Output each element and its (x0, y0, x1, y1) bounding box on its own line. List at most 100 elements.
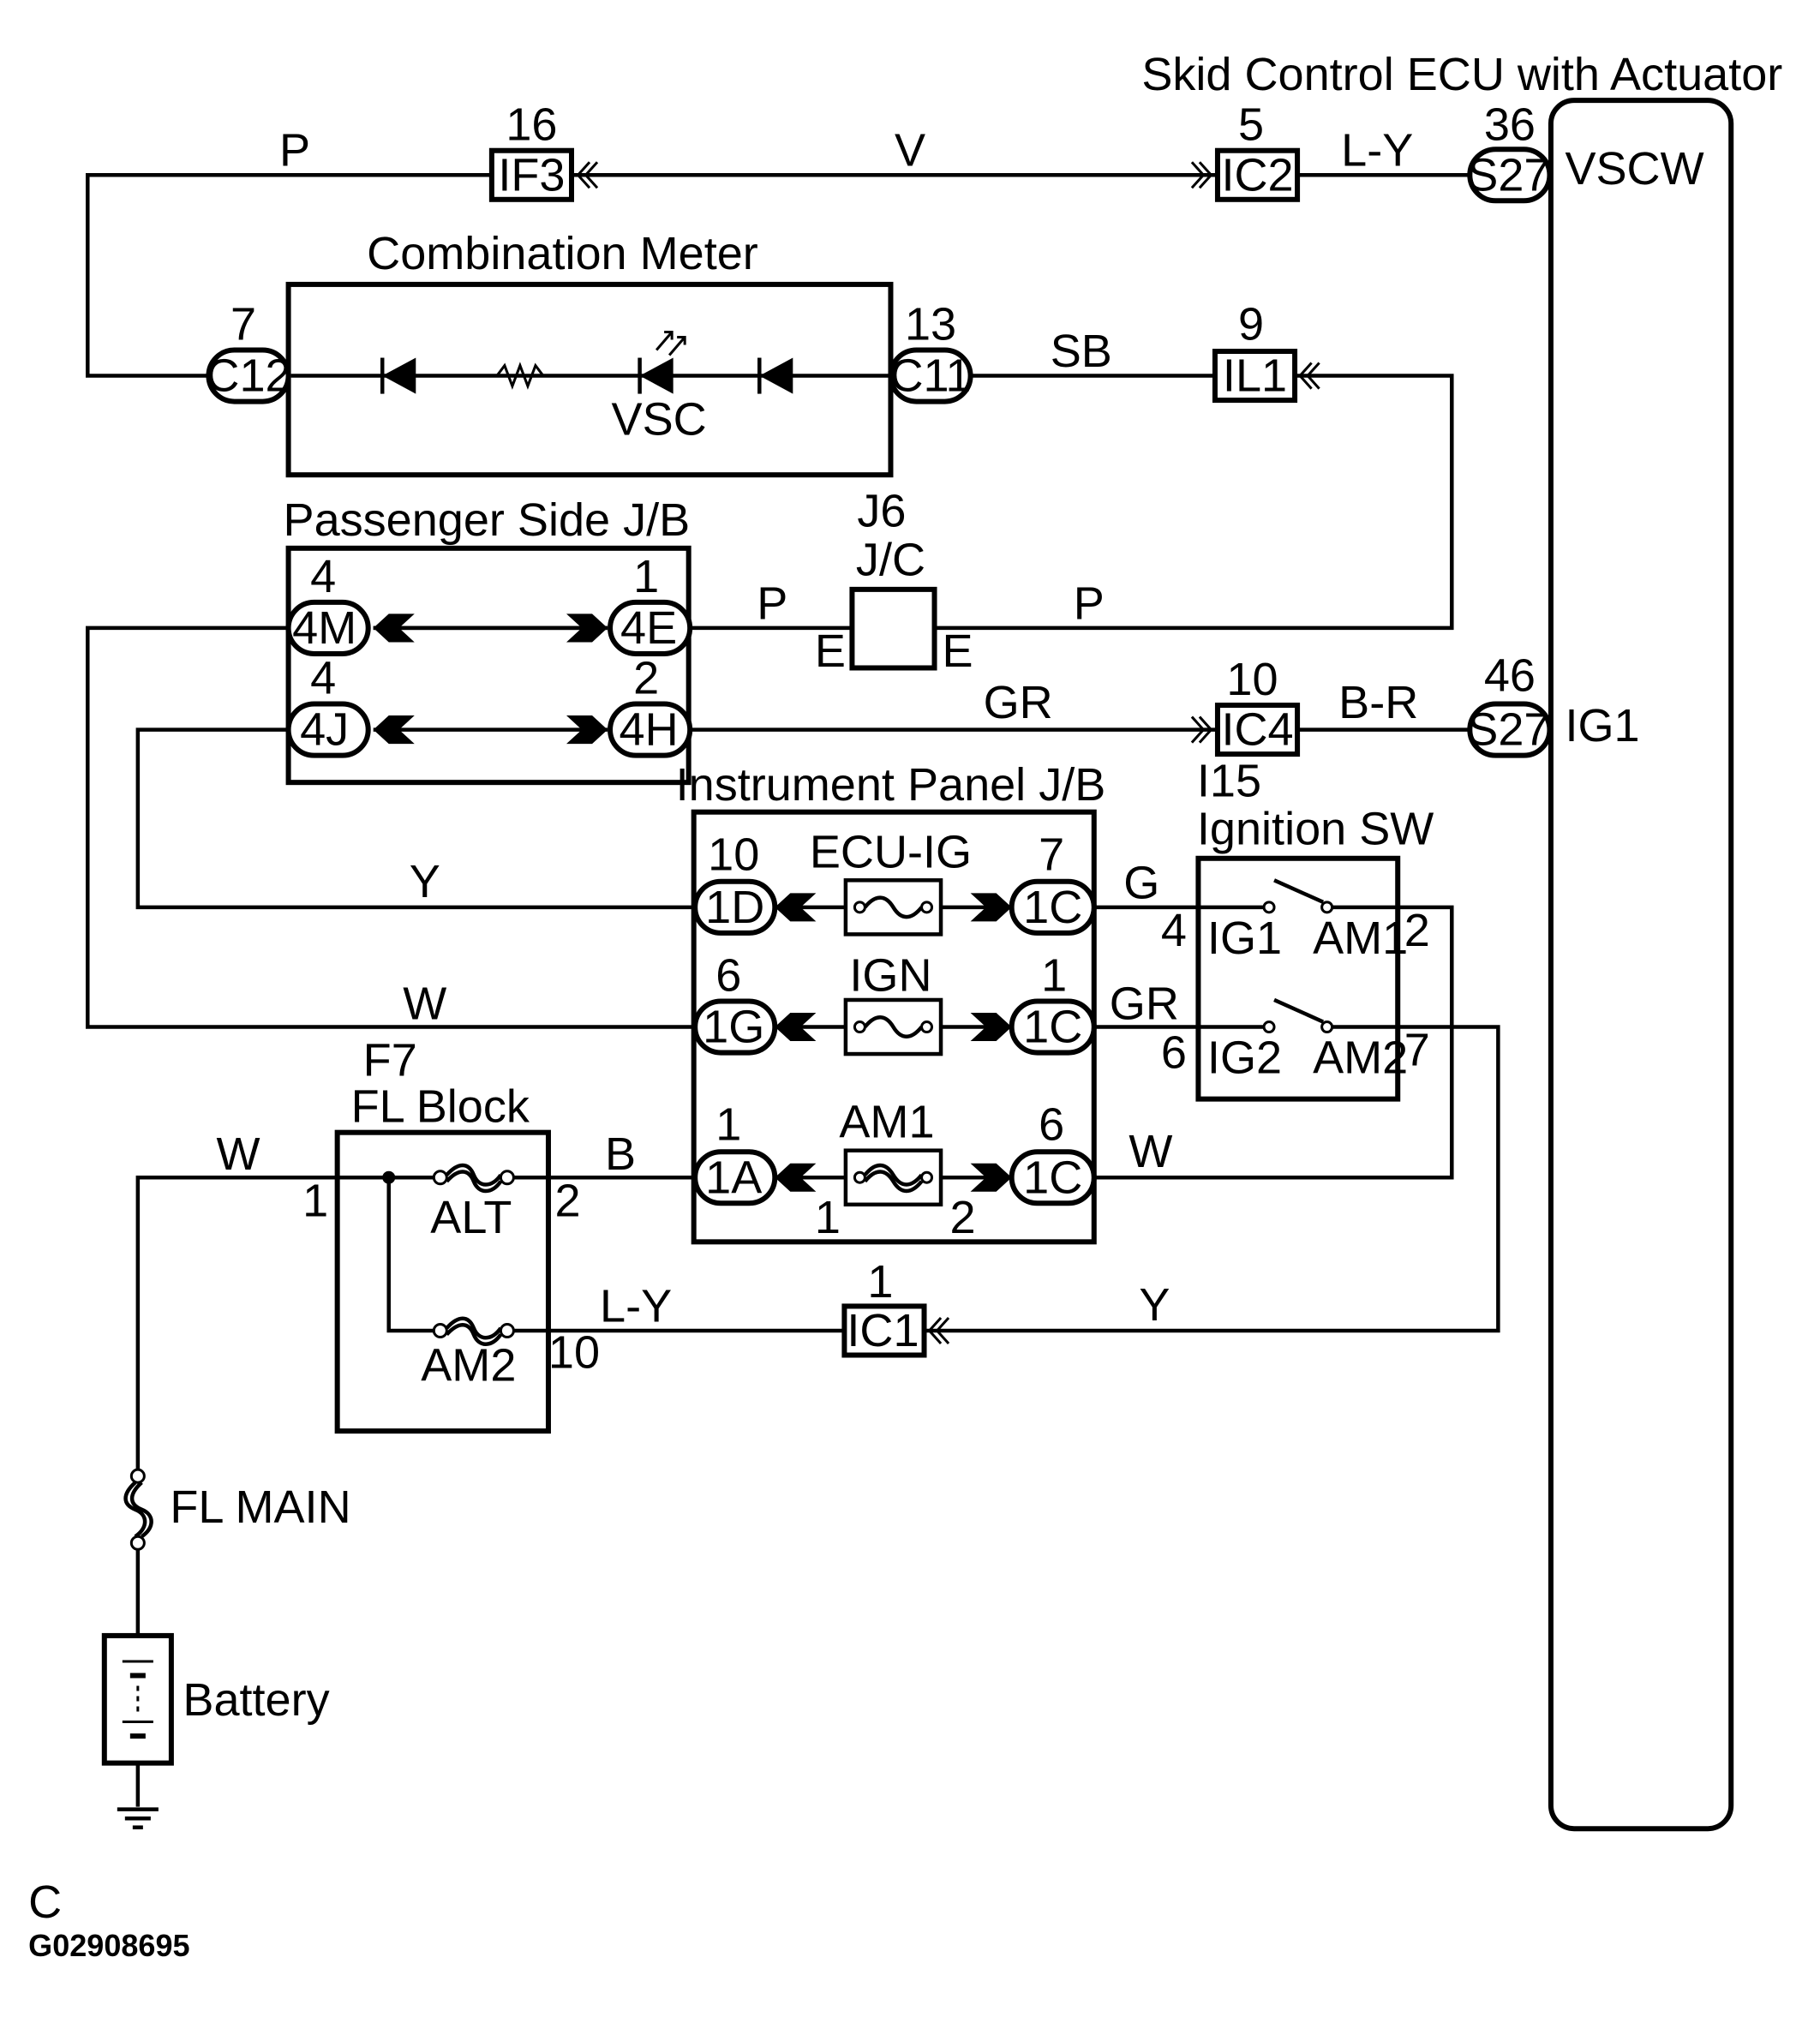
ecu-title: Skid Control ECU with Actuator (1141, 49, 1782, 100)
fl-main-label: FL MAIN (170, 1481, 350, 1533)
wire-label: Y (1139, 1279, 1170, 1331)
svg-text:IC2: IC2 (1221, 149, 1293, 201)
wire-label: P (279, 125, 310, 177)
ignition-sw-title: Ignition SW (1197, 803, 1434, 854)
svg-text:S27: S27 (1467, 704, 1549, 756)
footer-code: G02908695 (28, 1928, 189, 1963)
wire-label: GR (984, 677, 1053, 728)
wire-label: L-Y (1341, 125, 1413, 177)
fuse-ign-label: IGN (849, 949, 931, 1001)
svg-text:IC1: IC1 (847, 1305, 919, 1356)
am1-fuse-icon (846, 1151, 941, 1205)
wire-label: P (757, 578, 787, 629)
fl-pin-in: 1 (302, 1175, 328, 1226)
ecu-ig1-label: IG1 (1565, 700, 1639, 751)
junction-connector-j6: J6 J/C E E (815, 485, 973, 677)
ignition-sw-id: I15 (1197, 756, 1261, 807)
ignition-ig1-label: IG1 (1207, 913, 1282, 964)
svg-text:1D: 1D (705, 882, 764, 933)
passenger-side-jb: Passenger Side J/B (284, 494, 691, 786)
fuse-am1-label: AM1 (839, 1097, 934, 1148)
svg-text:IC4: IC4 (1221, 704, 1293, 756)
svg-text:36: 36 (1484, 99, 1536, 151)
svg-text:S27: S27 (1467, 149, 1549, 201)
vsc-indicator-led-icon (638, 330, 686, 394)
fl-main-fuse: FL MAIN (126, 1469, 351, 1549)
svg-text:7: 7 (1039, 829, 1064, 880)
svg-text:4J: 4J (300, 704, 349, 756)
svg-text:16: 16 (506, 99, 557, 151)
connector-ic2: IC2 5 (1190, 99, 1301, 202)
svg-text:1: 1 (1041, 949, 1067, 1001)
connector-il1: IL1 9 (1212, 299, 1320, 404)
connector-s27-vscw: S27 36 (1467, 99, 1553, 204)
battery-icon (122, 1660, 153, 1739)
vsc-lamp-label: VSC (612, 394, 707, 446)
junction-id: J6 (857, 485, 906, 536)
connector-c12: C12 7 (206, 299, 291, 404)
ecu-vscw-label: VSCW (1565, 143, 1703, 195)
ig1-switch-contact-icon (1273, 878, 1325, 904)
fl-alt-label: ALT (430, 1192, 512, 1243)
ignition-pin-am1: 2 (1404, 905, 1430, 956)
fl-block: F7 FL Block ALT AM2 1 2 10 (302, 1035, 600, 1434)
ground-icon (117, 1807, 159, 1829)
wire-label: P (1074, 578, 1105, 629)
connector-1c-am1: 1C 6 (1009, 1099, 1097, 1206)
connector-4e: 4E 1 (608, 551, 693, 656)
battery: Battery (101, 1632, 330, 1766)
svg-text:4H: 4H (620, 704, 679, 756)
svg-text:1: 1 (867, 1256, 893, 1308)
ignition-switch: I15 Ignition SW IG1 AM1 IG2 AM2 4 2 6 7 (1161, 756, 1434, 1102)
fl-block-title: FL Block (351, 1081, 530, 1133)
battery-label: Battery (183, 1674, 329, 1726)
svg-text:1: 1 (715, 1099, 741, 1151)
fl-main-fuse-icon (126, 1469, 152, 1549)
connector-4m: 4M 4 (285, 551, 371, 656)
svg-text:4: 4 (310, 653, 336, 704)
junction-left-pin: E (815, 625, 846, 677)
diode-right-icon (757, 357, 793, 394)
instrument-jb-title: Instrument Panel J/B (676, 759, 1106, 811)
connector-s27-ig1: S27 46 (1467, 650, 1553, 758)
connector-ic4: IC4 10 (1190, 654, 1301, 757)
wire-label: G (1123, 857, 1159, 908)
am1-pin-left: 1 (815, 1192, 841, 1243)
svg-text:C11: C11 (889, 350, 971, 402)
wire-label: W (1129, 1126, 1172, 1177)
connector-if3: IF3 16 (488, 99, 599, 202)
svg-text:2: 2 (633, 653, 659, 704)
wire-label: B (605, 1128, 636, 1180)
connector-1d: 1D 10 (692, 829, 778, 936)
svg-text:C12: C12 (206, 350, 290, 402)
alt-fuse-icon (434, 1165, 513, 1191)
fuse-ecu-ig-label: ECU-IG (810, 826, 972, 877)
ignition-am1-label: AM1 (1313, 913, 1408, 964)
svg-text:9: 9 (1238, 299, 1264, 350)
svg-text:IF3: IF3 (498, 149, 565, 201)
svg-text:1C: 1C (1023, 1152, 1082, 1203)
wire-label: L-Y (600, 1280, 672, 1332)
am1-pin-right: 2 (950, 1192, 976, 1243)
ignition-pin-ig1: 4 (1161, 905, 1187, 956)
passenger-jb-title: Passenger Side J/B (284, 494, 691, 546)
connector-ic1: IC1 1 (841, 1256, 950, 1358)
connector-4h: 4H 2 (608, 653, 693, 758)
connector-1g: 1G 6 (692, 949, 778, 1056)
connector-1c-ign: 1C 1 (1009, 949, 1097, 1056)
ignition-pin-am2: 7 (1404, 1025, 1430, 1076)
connector-4j: 4J 4 (285, 653, 371, 758)
svg-text:7: 7 (230, 299, 256, 350)
ignition-am2-label: AM2 (1313, 1032, 1408, 1084)
svg-text:1A: 1A (705, 1152, 762, 1203)
svg-text:1C: 1C (1023, 1002, 1082, 1053)
wires (86, 173, 1500, 1807)
connector-1a: 1A 1 (692, 1099, 778, 1206)
svg-text:5: 5 (1238, 99, 1264, 151)
fl-pin-alt: 2 (554, 1175, 580, 1226)
wire-label: GR (1110, 979, 1179, 1030)
combination-meter: Combination Meter VSC (285, 228, 894, 478)
diode-left-icon (380, 357, 416, 394)
wire-labels: P V L-Y SB P P GR B-R Y G W GR W B W L-Y… (216, 125, 1418, 1332)
